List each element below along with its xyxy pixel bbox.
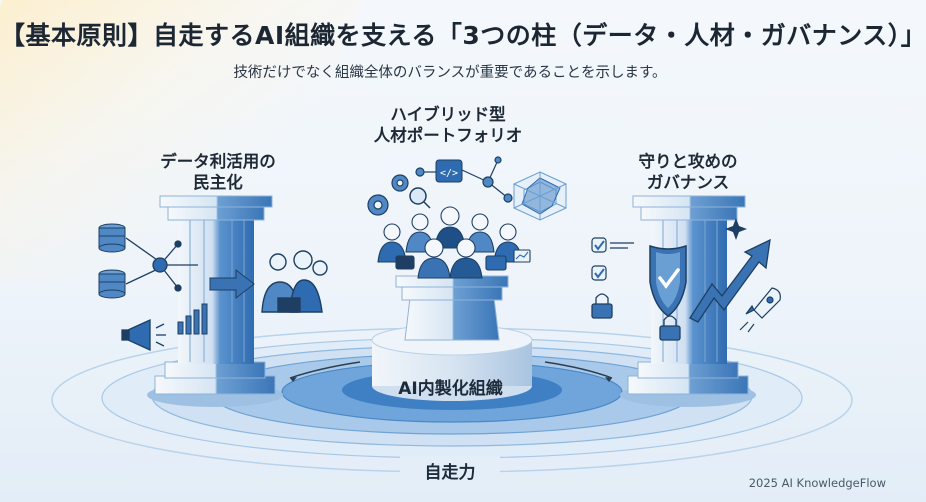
- page-subtitle: 技術だけでなく組織全体のバランスが重要であることを示します。: [233, 65, 667, 81]
- gear-icon: [367, 174, 409, 216]
- pillar-label-talent-line1: ハイブリッド型: [390, 105, 506, 124]
- page-title: 【基本原則】自走するAI組織を支える「3つの柱（データ・人材・ガバナンス）」: [0, 21, 926, 50]
- trend-up-arrow-icon: [689, 238, 771, 323]
- team-icon: [261, 250, 328, 313]
- center-base-label: AI内製化組織: [398, 379, 503, 399]
- credit-text: 2025 AI KnowledgeFlow: [748, 476, 886, 490]
- radar-chart-icon: [513, 171, 567, 221]
- pillar-label-data-line2: 民主化: [193, 173, 243, 192]
- center-pedestal: [371, 275, 533, 401]
- rocket-icon: [739, 287, 781, 333]
- arrow-right-icon: [209, 268, 255, 300]
- pillar-label-talent: ハイブリッド型 人材ポートフォリオ: [358, 104, 538, 146]
- pillar-label-talent-line2: 人材ポートフォリオ: [373, 126, 523, 145]
- pillar-label-governance-line1: 守りと攻めの: [638, 152, 738, 171]
- pillar-label-governance-line2: ガバナンス: [646, 173, 730, 192]
- shield-check-icon: [649, 244, 687, 317]
- checklist-icon: [591, 237, 634, 281]
- network-nodes-icon: [415, 156, 513, 203]
- bar-chart-icon: [177, 303, 208, 335]
- megaphone-icon: [121, 318, 166, 352]
- svg-text:</>: </>: [440, 168, 458, 179]
- code-icon: </>: [435, 159, 463, 183]
- pillar-label-governance: 守りと攻めの ガバナンス: [608, 151, 768, 193]
- people-group-icon: [377, 206, 531, 279]
- sparkle-icon: [725, 218, 747, 240]
- pillar-label-data: データ利活用の 民主化: [138, 151, 298, 193]
- database-icon: [98, 223, 126, 299]
- foundation-label: 自走力: [400, 456, 500, 485]
- network-icon: [125, 237, 198, 292]
- lock-icon: [591, 293, 681, 341]
- pillars-diagram: </>: [51, 156, 853, 473]
- magnifier-icon: [409, 187, 431, 209]
- pillar-label-data-line1: データ利活用の: [160, 152, 276, 171]
